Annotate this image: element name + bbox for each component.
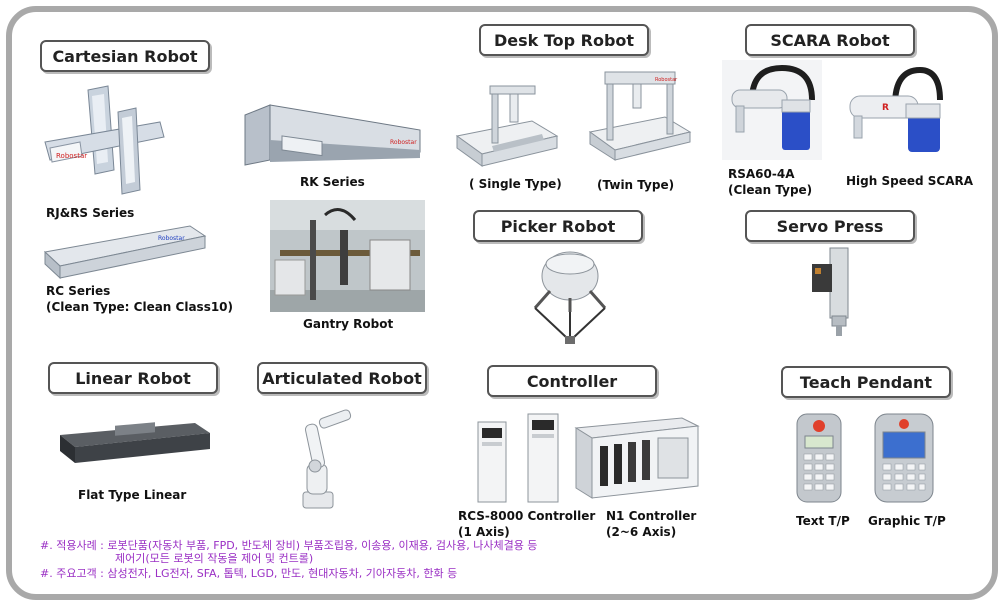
rsa60-caption-1: RSA60-4A [728, 167, 795, 181]
rc-series-caption-1: RC Series [46, 284, 111, 298]
rk-series-image: Robostar [244, 104, 421, 166]
rsa60-scara-image [722, 60, 822, 160]
picker-robot-image [533, 251, 607, 344]
major-customers-note: #. 주요고객 : 삼성전자, LG전자, SFA, 톱텍, LGD, 만도, … [40, 567, 458, 580]
desktop-robot-heading: Desk Top Robot [479, 24, 649, 56]
rk-series-caption: RK Series [300, 175, 365, 189]
picker-robot-heading: Picker Robot [473, 210, 643, 242]
controller-heading: Controller [487, 365, 657, 397]
rc-series-image: Robostar [43, 225, 207, 280]
application-examples-note-cont: 제어기(모든 로봇의 작동을 제어 및 컨트롤) [115, 552, 314, 565]
text-tp-caption: Text T/P [796, 514, 850, 528]
application-examples-note: #. 적용사례 : 로봇단품(자동차 부품, FPD, 반도체 장비) 부품조립… [40, 539, 538, 552]
rcs8000-controller-image [477, 413, 559, 503]
text-tp-image [796, 413, 842, 503]
desktop-single-caption: ( Single Type) [469, 177, 562, 191]
rsa60-caption-2: (Clean Type) [728, 183, 813, 197]
flat-linear-image [60, 422, 210, 463]
scara-robot-heading: SCARA Robot [745, 24, 915, 56]
svg-text:Robostar: Robostar [56, 152, 87, 160]
linear-robot-heading: Linear Robot [48, 362, 218, 394]
articulated-robot-image [302, 409, 352, 509]
gantry-robot-caption: Gantry Robot [303, 317, 394, 331]
rcs8000-caption-1: RCS-8000 Controller [458, 509, 596, 523]
svg-text:Robostar: Robostar [655, 77, 678, 83]
cartesian-robot-heading: Cartesian Robot [40, 40, 210, 72]
teach-pendant-heading: Teach Pendant [781, 366, 951, 398]
rjrs-series-caption: RJ&RS Series [46, 206, 135, 220]
desktop-twin-caption: (Twin Type) [597, 178, 675, 192]
high-speed-scara-caption: High Speed SCARA [846, 174, 974, 188]
svg-text:R: R [882, 103, 889, 113]
svg-text:Robostar: Robostar [158, 235, 185, 242]
graphic-tp-image [874, 413, 934, 503]
flat-linear-caption: Flat Type Linear [78, 488, 187, 502]
rjrs-series-image: Robostar [44, 85, 165, 195]
svg-text:Robostar: Robostar [390, 139, 417, 146]
gantry-robot-image [270, 200, 425, 312]
rcs8000-caption-2: (1 Axis) [458, 525, 510, 539]
high-speed-scara-image: R [849, 66, 943, 152]
rc-series-caption-2: (Clean Type: Clean Class10) [46, 300, 234, 314]
n1-controller-caption-2: (2~6 Axis) [606, 525, 677, 539]
servo-press-heading: Servo Press [745, 210, 915, 242]
servo-press-image [812, 247, 849, 336]
graphic-tp-caption: Graphic T/P [868, 514, 946, 528]
n1-controller-caption-1: N1 Controller [606, 509, 697, 523]
n1-controller-image [574, 417, 700, 499]
desktop-single-image [455, 85, 559, 167]
articulated-robot-heading: Articulated Robot [257, 362, 427, 394]
desktop-twin-image: Robostar [588, 71, 692, 161]
